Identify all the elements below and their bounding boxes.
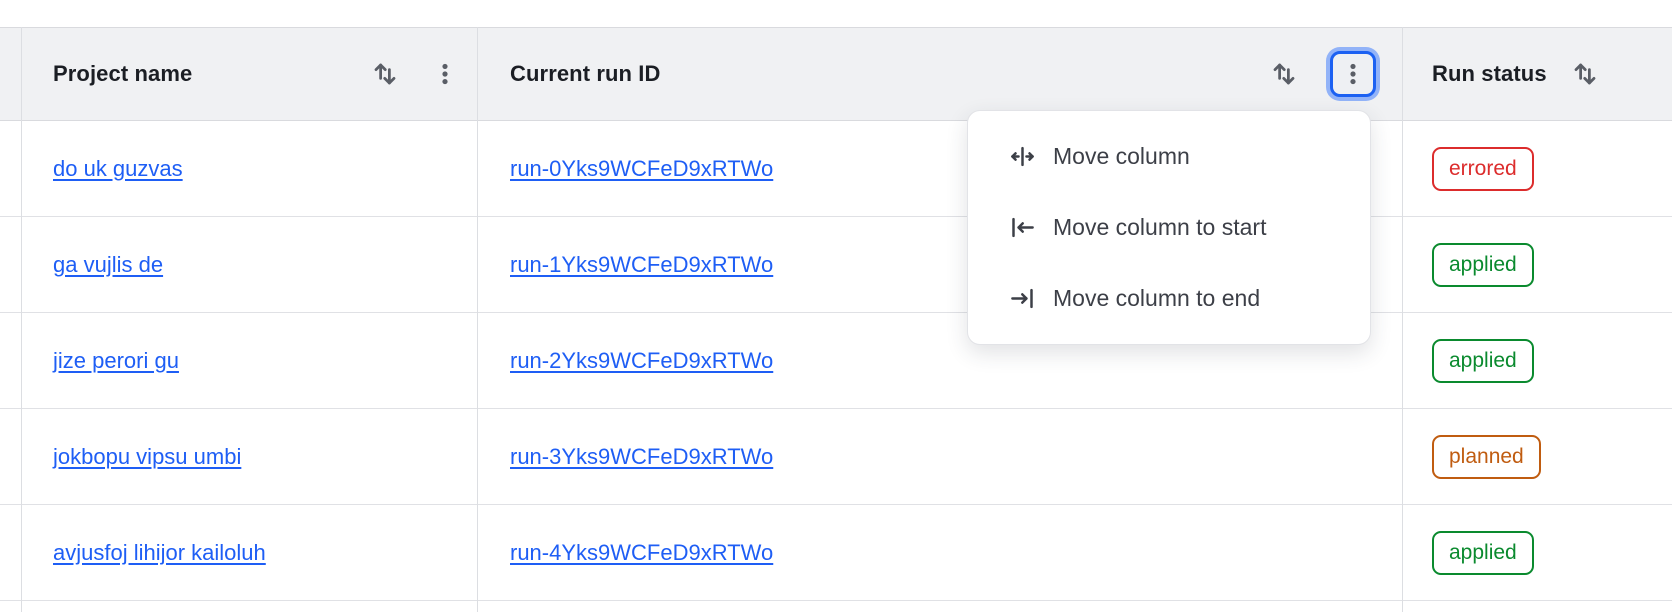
column-header-project-name: Project name [21,28,477,120]
kebab-menu-icon[interactable] [431,58,459,90]
column-divider [477,27,478,612]
kebab-menu-button-focused[interactable] [1330,51,1376,97]
column-options-menu: Move column Move column to start Move co… [967,110,1371,345]
run-id-link[interactable]: run-1Yks9WCFeD9xRTWo [510,251,774,277]
sort-arrows-icon[interactable] [369,58,401,90]
run-status-badge: applied [1432,530,1534,575]
run-id-link[interactable]: run-0Yks9WCFeD9xRTWo [510,155,774,181]
sort-arrows-icon[interactable] [1268,58,1300,90]
project-link[interactable]: do uk guzvas [53,155,183,181]
run-status-badge: errored [1432,146,1534,191]
menu-item-move-column[interactable]: Move column [968,121,1370,192]
run-id-link[interactable]: run-4Yks9WCFeD9xRTWo [510,539,774,565]
run-id-link[interactable]: run-3Yks9WCFeD9xRTWo [510,443,774,469]
column-header-run-status: Run status [1402,28,1672,120]
table-row: avjusfoj lihijor kailoluh run-4Yks9WCFeD… [0,505,1672,601]
project-link[interactable]: jize perori gu [53,347,179,373]
column-label-project-name: Project name [53,61,193,86]
column-label-run-status: Run status [1432,61,1547,86]
menu-item-move-column-to-end[interactable]: Move column to end [968,263,1370,334]
run-id-link[interactable]: run-2Yks9WCFeD9xRTWo [510,347,774,373]
menu-item-label: Move column [1053,143,1190,169]
sort-arrows-icon[interactable] [1569,58,1601,90]
next-row-partial [0,601,1672,612]
table-row: jize perori gu run-2Yks9WCFeD9xRTWo appl… [0,313,1672,409]
move-column-start-icon [1009,214,1036,241]
run-status-badge: applied [1432,242,1534,287]
project-link[interactable]: avjusfoj lihijor kailoluh [53,539,266,565]
column-label-current-run-id: Current run ID [510,61,661,86]
menu-item-move-column-to-start[interactable]: Move column to start [968,192,1370,263]
column-divider [21,27,22,612]
table-row: ga vujlis de run-1Yks9WCFeD9xRTWo applie… [0,217,1672,313]
table-row: do uk guzvas run-0Yks9WCFeD9xRTWo errore… [0,121,1672,217]
menu-item-label: Move column to end [1053,285,1261,311]
table-row: jokbopu vipsu umbi run-3Yks9WCFeD9xRTWo … [0,409,1672,505]
menu-item-label: Move column to start [1053,214,1267,240]
run-status-badge: planned [1432,434,1541,479]
table-header: Project name Current run ID Run status [0,27,1672,121]
run-status-badge: applied [1432,338,1534,383]
column-divider [1402,27,1403,612]
project-link[interactable]: ga vujlis de [53,251,164,277]
project-link[interactable]: jokbopu vipsu umbi [53,443,242,469]
move-column-end-icon [1009,285,1036,312]
move-column-icon [1009,143,1036,170]
column-header-current-run-id: Current run ID [477,28,1402,120]
